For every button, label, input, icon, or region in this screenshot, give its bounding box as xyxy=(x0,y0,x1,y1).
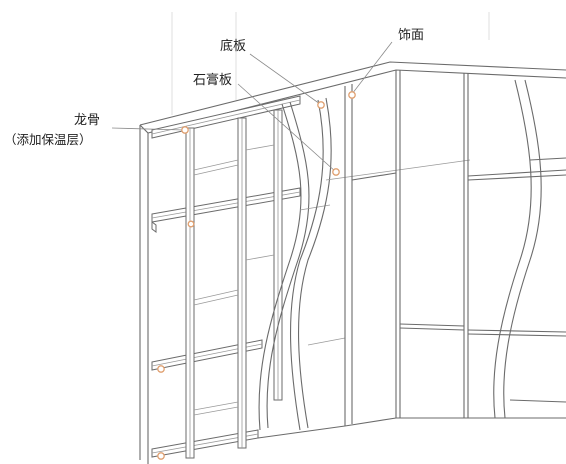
marker-keel-2 xyxy=(187,220,195,228)
finish-panels xyxy=(344,70,566,426)
marker-keel-4 xyxy=(157,452,165,460)
marker-dots xyxy=(157,91,356,460)
label-keel: 龙骨 xyxy=(74,113,100,128)
label-keel-note: （添加保温层） xyxy=(4,132,92,147)
base-board-layer xyxy=(290,97,471,431)
marker-gypsum-board xyxy=(332,168,340,176)
keel-stud-1 xyxy=(185,127,195,459)
marker-base-board xyxy=(317,101,325,109)
keel-braces xyxy=(193,144,275,416)
label-gypsum-board: 石膏板 xyxy=(193,72,232,88)
gypsum-board-layer xyxy=(258,101,331,431)
keel-stud-3 xyxy=(273,109,283,401)
marker-keel-3 xyxy=(157,365,165,373)
keel-stud-2 xyxy=(237,117,247,449)
label-base-board: 底板 xyxy=(220,38,246,54)
marker-keel xyxy=(181,126,189,134)
leader-lines xyxy=(111,41,393,173)
wall-bottom-edge xyxy=(257,417,566,439)
keel-frame xyxy=(151,95,301,459)
guide-lines xyxy=(171,12,490,115)
marker-finish xyxy=(348,91,356,99)
label-finish: 饰面 xyxy=(398,28,424,43)
